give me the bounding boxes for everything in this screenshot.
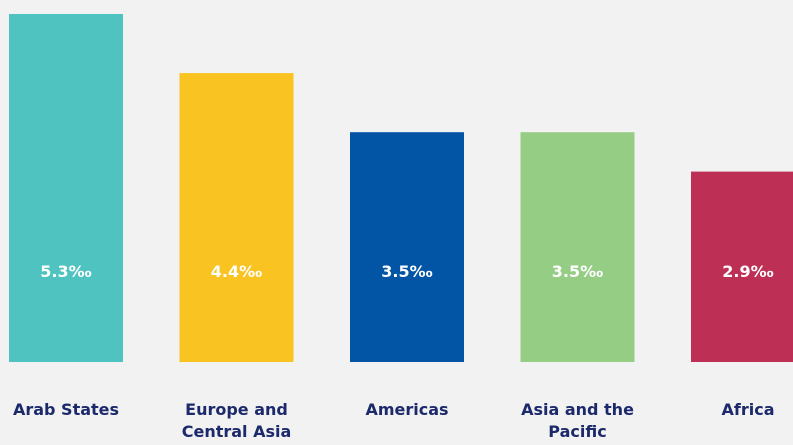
category-label-line: Asia and the — [521, 400, 634, 419]
category-label-line: Pacific — [548, 422, 606, 441]
bar — [520, 132, 635, 362]
category-label-line: Europe and — [185, 400, 288, 419]
category-label: Arab States — [13, 400, 119, 419]
bar — [9, 14, 123, 362]
bar-value-label: 3.5‰ — [381, 262, 432, 281]
bar-value-label: 2.9‰ — [722, 262, 773, 281]
category-label: Americas — [365, 400, 448, 419]
category-label-line: Central Asia — [182, 422, 292, 441]
bar-value-label: 5.3‰ — [40, 262, 91, 281]
bar — [691, 171, 793, 362]
category-label-line: Americas — [365, 400, 448, 419]
bar-value-label: 4.4‰ — [211, 262, 262, 281]
category-label-line: Africa — [722, 400, 775, 419]
category-label-line: Arab States — [13, 400, 119, 419]
bar-value-label: 3.5‰ — [552, 262, 603, 281]
category-label: Africa — [722, 400, 775, 419]
bar — [350, 132, 464, 362]
bar — [179, 73, 294, 362]
